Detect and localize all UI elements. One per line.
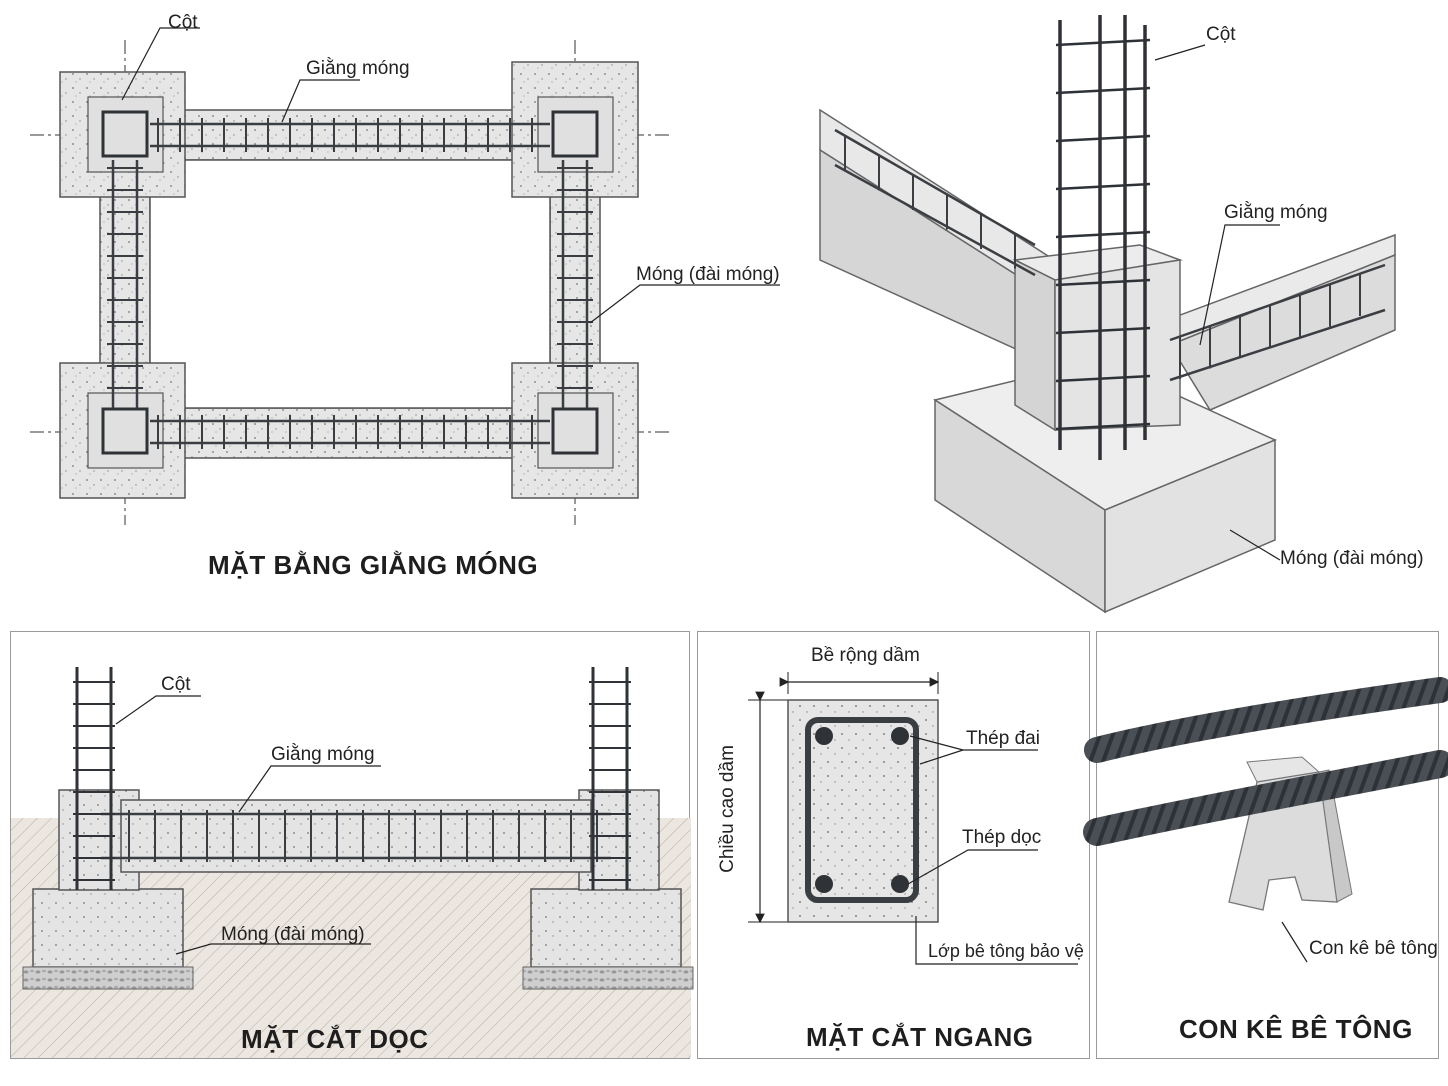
iso-beam-stirrups	[844, 135, 1361, 379]
plan-beam-label: Giằng móng	[306, 58, 410, 79]
iso-footing-label: Móng (đài móng)	[1280, 548, 1424, 569]
rebar-tie	[1055, 182, 1151, 191]
long-beam-label: Giằng móng	[271, 744, 375, 765]
rebar-tie	[1055, 38, 1151, 47]
isometric-view-panel: Cột Giằng móng Móng (đài móng)	[810, 0, 1448, 614]
spacer-drawing	[1083, 677, 1448, 963]
spacer-label: Con kê bê tông	[1309, 938, 1438, 959]
cross-main-bar-label: Thép dọc	[962, 827, 1042, 848]
rebar-tie	[1055, 134, 1151, 143]
long-column-ties	[73, 681, 631, 881]
cross-cover-label: Lớp bê tông bảo vệ	[928, 941, 1084, 961]
rebar-tie	[1055, 374, 1151, 383]
isometric-drawing	[819, 15, 1396, 614]
plan-footing-label: Móng (đài móng)	[636, 264, 780, 285]
spacer-panel: Con kê bê tông CON KÊ BÊ TÔNG	[1083, 631, 1448, 1059]
cross-height-label: Chiều cao dầm	[716, 745, 738, 873]
rebar-tie	[1055, 326, 1151, 335]
rebar-tie	[1055, 422, 1151, 431]
long-title: MẶT CẮT DỌC	[241, 1024, 429, 1054]
long-beam-stirrups	[128, 810, 598, 862]
long-footing-label: Móng (đài móng)	[221, 924, 365, 945]
plan-stirrups	[107, 118, 593, 449]
long-column-label: Cột	[161, 674, 191, 695]
longitudinal-section-panel: Cột Giằng móng Móng (đài móng) MẶT CẮT D…	[10, 631, 694, 1059]
plan-view-panel: Cột Giằng móng MẶT BẰNG GIẰNG MÓNG	[0, 0, 780, 610]
iso-column-label: Cột	[1206, 24, 1236, 45]
plan-title: MẶT BẰNG GIẰNG MÓNG	[208, 550, 539, 580]
cross-section-panel: Bề rộng dầm Chiều cao dầm Thép đai Thép …	[697, 631, 1090, 1059]
iso-beam-label: Giằng móng	[1224, 202, 1328, 223]
rebar-tie	[1055, 230, 1151, 239]
spacer-title: CON KÊ BÊ TÔNG	[1179, 1014, 1413, 1044]
iso-column-ties	[1055, 38, 1151, 431]
rebar-tie	[1055, 86, 1151, 95]
plan-column-label: Cột	[168, 12, 198, 33]
cross-stirrup-label: Thép đai	[966, 728, 1040, 749]
cross-title: MẶT CẮT NGANG	[806, 1022, 1034, 1052]
cross-drawing	[748, 672, 1078, 965]
cross-width-label: Bề rộng dầm	[811, 645, 920, 666]
longitudinal-drawing	[11, 667, 694, 1058]
plan-drawing	[30, 27, 780, 525]
rebar-tie	[1055, 278, 1151, 287]
